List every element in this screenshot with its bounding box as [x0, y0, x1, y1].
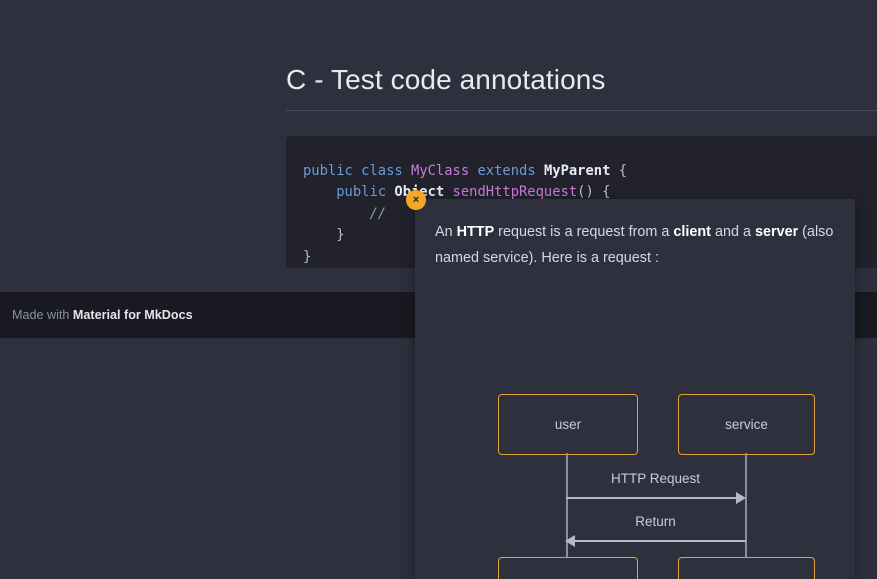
code-token: { — [610, 162, 628, 179]
lifeline-service — [745, 453, 747, 557]
code-token: class — [361, 162, 403, 179]
annotation-tooltip-text: An HTTP request is a request from a clie… — [435, 219, 837, 271]
annotation-tooltip-body: An HTTP request is a request from a clie… — [415, 199, 855, 579]
footer-credit-brand: Material for MkDocs — [72, 308, 193, 322]
code-token: } — [303, 227, 345, 244]
title-divider — [286, 110, 877, 111]
code-token — [303, 184, 336, 200]
arrowhead-right-icon — [736, 492, 746, 504]
page-title: C - Test code annotations — [286, 63, 606, 95]
code-token: extends — [477, 162, 536, 179]
code-token — [536, 163, 544, 179]
participant-label: service — [725, 417, 768, 432]
footer-credit-prefix: Made with — [12, 308, 73, 322]
code-token: } — [303, 248, 312, 265]
code-token — [403, 163, 411, 179]
tooltip-segment: (also named service). Here is a request … — [435, 224, 834, 266]
message-label-http-request: HTTP Request — [610, 471, 701, 486]
participant-box-user-top: user — [498, 394, 638, 455]
close-icon: × — [412, 193, 420, 206]
tooltip-emphasis: HTTP — [456, 224, 495, 240]
code-token: // — [369, 205, 387, 222]
sequence-diagram: user service HTTP Request Return user — [435, 293, 837, 579]
code-token — [353, 163, 361, 179]
code-token: MyParent — [543, 162, 611, 179]
tooltip-segment: request is a request from a — [494, 224, 674, 240]
message-label-return: Return — [635, 514, 676, 529]
footer-credit: Made with Material for MkDocs — [12, 308, 193, 322]
participant-label: user — [554, 417, 582, 432]
participant-box-service-bottom: service — [678, 557, 815, 579]
tooltip-segment: An — [435, 224, 457, 240]
tooltip-emphasis: client — [673, 224, 711, 240]
arrowhead-left-icon — [565, 535, 575, 547]
tooltip-segment: and a — [710, 224, 755, 240]
code-token: public — [303, 162, 353, 179]
annotation-tooltip: An HTTP request is a request from a clie… — [415, 199, 855, 579]
code-annotation-marker[interactable]: × — [406, 190, 426, 210]
message-line-return — [575, 540, 746, 542]
code-token: sendHttpRequest — [452, 184, 578, 201]
participant-box-user-bottom: user — [498, 557, 638, 579]
code-token: MyClass — [411, 162, 470, 179]
message-line-http-request — [566, 497, 738, 499]
code-token — [444, 184, 452, 200]
lifeline-user — [566, 453, 568, 557]
code-token: () { — [577, 184, 611, 201]
participant-box-service-top: service — [678, 394, 815, 455]
code-token — [303, 206, 369, 222]
code-token: public — [336, 184, 387, 201]
tooltip-emphasis: server — [754, 224, 799, 240]
